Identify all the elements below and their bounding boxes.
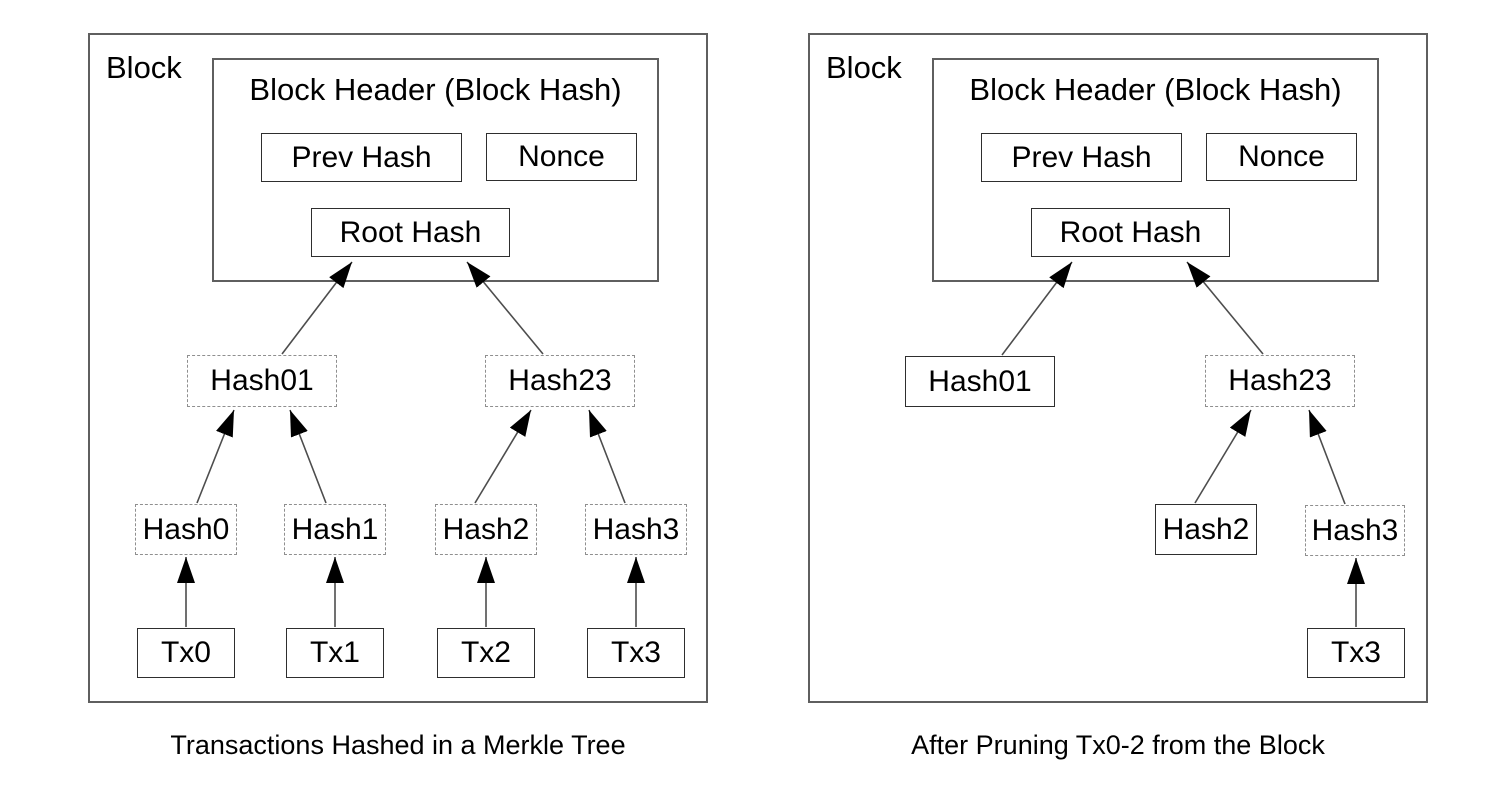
left-hash0-box: Hash0	[135, 504, 237, 555]
left-hash23-box: Hash23	[485, 355, 635, 407]
right-caption: After Pruning Tx0-2 from the Block	[911, 730, 1325, 760]
left-block-label: Block	[106, 50, 182, 85]
right-hash3-box: Hash3	[1305, 505, 1405, 556]
right-nonce-box: Nonce	[1206, 133, 1357, 181]
left-root-hash-box: Root Hash	[311, 208, 510, 257]
left-nonce-box: Nonce	[486, 133, 637, 181]
left-hash3-box: Hash3	[585, 504, 687, 555]
right-block-header-title: Block Header (Block Hash)	[969, 72, 1342, 107]
left-hash1-box: Hash1	[284, 504, 386, 555]
left-hash01-box: Hash01	[187, 355, 337, 407]
right-root-hash-box: Root Hash	[1031, 208, 1230, 257]
left-tx1-box: Tx1	[286, 628, 384, 678]
right-prev-hash-box: Prev Hash	[981, 133, 1182, 182]
right-tx3-box: Tx3	[1307, 628, 1405, 678]
right-block-label: Block	[826, 50, 902, 85]
left-caption: Transactions Hashed in a Merkle Tree	[170, 730, 626, 760]
right-hash23-box: Hash23	[1205, 355, 1355, 407]
left-tx2-box: Tx2	[437, 628, 535, 678]
left-block-header-title: Block Header (Block Hash)	[249, 72, 622, 107]
right-hash2-box: Hash2	[1155, 504, 1257, 555]
left-tx0-box: Tx0	[137, 628, 235, 678]
left-hash2-box: Hash2	[435, 504, 537, 555]
left-prev-hash-box: Prev Hash	[261, 133, 462, 182]
right-hash01-box: Hash01	[905, 356, 1055, 407]
left-tx3-box: Tx3	[587, 628, 685, 678]
